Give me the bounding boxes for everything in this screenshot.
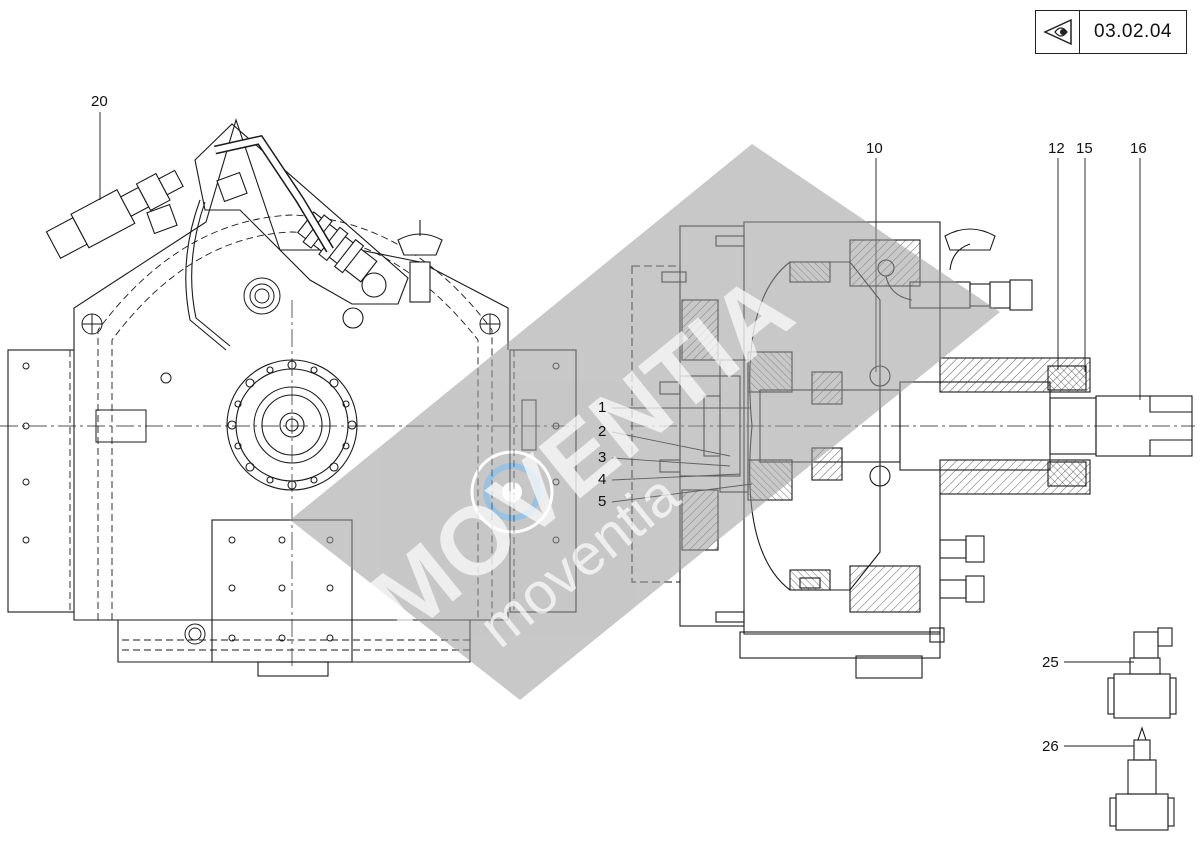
- callout-4: 4: [598, 471, 607, 488]
- callout-5: 5: [598, 493, 607, 510]
- callout-26: 26: [1042, 738, 1059, 755]
- callout-25: 25: [1042, 654, 1059, 671]
- sheet-reference-code: 03.02.04: [1094, 21, 1172, 42]
- part-26-drawing: [1109, 726, 1175, 831]
- callout-16: 16: [1130, 140, 1147, 157]
- pressure-sensor-assembly: [45, 134, 443, 351]
- callout-12: 12: [1048, 140, 1065, 157]
- callout-3: 3: [598, 449, 607, 466]
- callout-20: 20: [91, 93, 108, 110]
- sheet-reference-box: 03.02.04: [1035, 10, 1187, 54]
- callout-2: 2: [598, 423, 607, 440]
- callout-10: 10: [866, 140, 883, 157]
- eye-view-icon: [1036, 11, 1080, 53]
- moventia-watermark: [290, 144, 1000, 700]
- part-25-drawing: [1107, 627, 1177, 719]
- front-view-hidden-lines: [69, 214, 515, 651]
- callout-15: 15: [1076, 140, 1093, 157]
- callout-1: 1: [598, 399, 607, 416]
- front-view-hub: [226, 359, 358, 491]
